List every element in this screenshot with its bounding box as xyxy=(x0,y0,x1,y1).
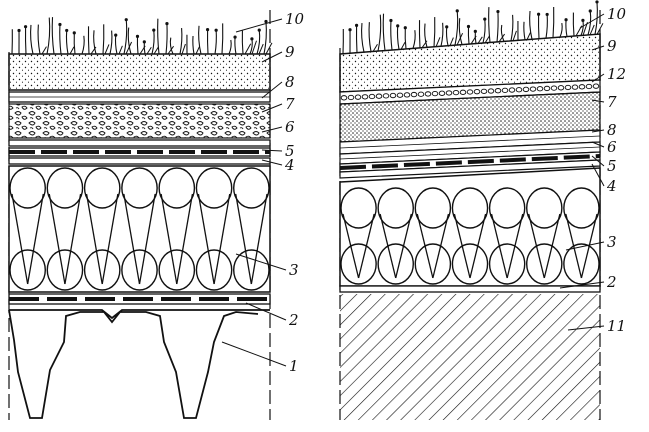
layer-concrete-slab xyxy=(340,294,600,420)
layer-vapour-barrier xyxy=(339,285,601,293)
callout-label: 3 xyxy=(289,261,299,279)
layer-steel-deck xyxy=(8,309,270,419)
insulation-pattern xyxy=(340,187,600,285)
callout-label: 5 xyxy=(607,157,617,175)
callout-label: 8 xyxy=(607,121,617,139)
callout-label: 5 xyxy=(285,142,295,160)
callout-label: 4 xyxy=(284,156,295,174)
layer-protective xyxy=(8,139,271,147)
insulation-pattern xyxy=(9,167,270,291)
callout-label: 6 xyxy=(285,118,295,136)
left-section xyxy=(8,10,273,420)
callout-label: 1 xyxy=(289,357,299,375)
right-callouts: 10 9 12 7 865 4 3 2 11 xyxy=(559,5,627,335)
layer-drainage xyxy=(8,103,271,139)
callout-label: 2 xyxy=(288,311,299,329)
layer-substrate xyxy=(8,53,271,91)
callout-label: 6 xyxy=(607,138,617,156)
left-callouts: 10 9 8 7 6 54 3 2 1 xyxy=(221,10,305,375)
callout-label: 9 xyxy=(607,37,617,55)
callout-label: 3 xyxy=(607,233,617,251)
callout-label: 4 xyxy=(606,177,617,195)
layer-waterproofing xyxy=(8,157,271,165)
callout-label: 12 xyxy=(607,65,626,83)
right-section xyxy=(339,0,604,420)
callout-label: 11 xyxy=(607,317,626,335)
layer-vegetation xyxy=(11,17,273,55)
callout-label: 10 xyxy=(285,10,305,28)
pebble-row xyxy=(340,83,600,101)
layer-insulation xyxy=(8,165,271,293)
callout-label: 9 xyxy=(285,43,295,61)
callout-label: 8 xyxy=(285,73,295,91)
callout-label: 10 xyxy=(607,5,627,23)
callout-label: 7 xyxy=(285,95,295,113)
callout-label: 2 xyxy=(606,273,617,291)
layer-waterproofing xyxy=(339,159,601,179)
callout-label: 7 xyxy=(607,93,617,111)
